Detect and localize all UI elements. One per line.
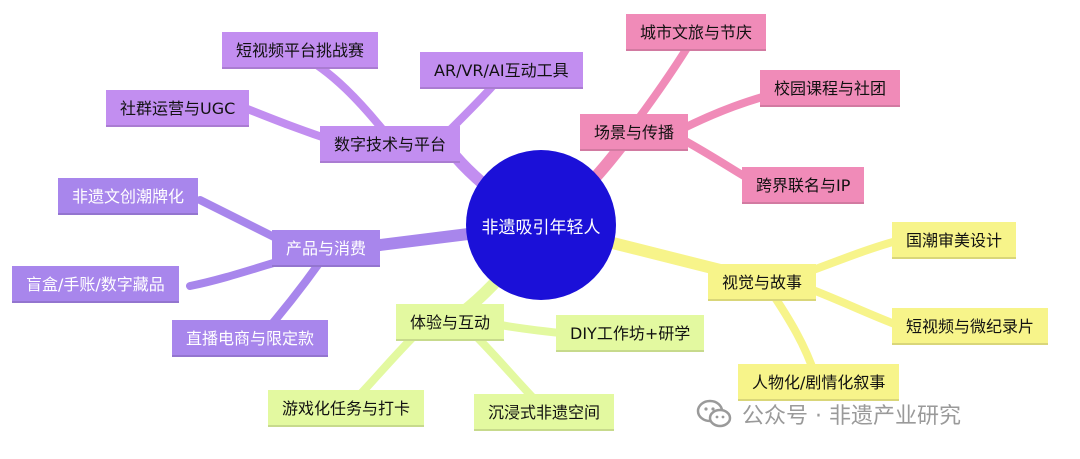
leaf-label: 非遗文创潮牌化 [72, 187, 185, 206]
branch-scene-label: 场景与传播 [594, 123, 675, 142]
center-node: 非遗吸引年轻人 [466, 150, 616, 300]
leaf-label: 短视频与微纪录片 [906, 317, 1035, 336]
center-node-label: 非遗吸引年轻人 [481, 217, 601, 238]
watermark-text: 公众号 · 非遗产业研究 [742, 404, 961, 429]
branch-digital: 数字技术与平台 [320, 126, 461, 163]
branch-experience-label: 体验与互动 [410, 313, 491, 332]
branch-digital-label: 数字技术与平台 [334, 135, 447, 154]
leaf-experience-3: 沉浸式非遗空间 [474, 394, 615, 431]
leaf-label: 城市文旅与节庆 [640, 23, 753, 42]
leaf-digital-2: AR/VR/AI互动工具 [420, 52, 583, 89]
leaf-label: 社群运营与UGC [120, 99, 236, 118]
leaf-label: 直播电商与限定款 [186, 329, 315, 348]
leaf-label: 沉浸式非遗空间 [488, 403, 601, 422]
branch-product-label: 产品与消费 [286, 239, 367, 258]
leaf-digital-3: 社群运营与UGC [106, 90, 250, 127]
leaf-digital-1: 短视频平台挑战赛 [222, 32, 379, 69]
leaf-product-1: 非遗文创潮牌化 [58, 178, 199, 215]
leaf-experience-2: 游戏化任务与打卡 [268, 390, 425, 427]
leaf-label: DIY工作坊+研学 [570, 324, 691, 343]
branch-product: 产品与消费 [272, 230, 381, 267]
leaf-experience-1: DIY工作坊+研学 [556, 315, 705, 352]
branch-visual-label: 视觉与故事 [722, 273, 803, 292]
leaf-scene-2: 校园课程与社团 [760, 70, 901, 107]
leaf-label: 游戏化任务与打卡 [282, 399, 411, 418]
watermark: 公众号 · 非遗产业研究 [696, 392, 961, 436]
leaf-visual-2: 短视频与微纪录片 [892, 308, 1049, 345]
leaf-product-2: 盲盒/手账/数字藏品 [12, 266, 179, 303]
leaf-visual-3: 人物化/剧情化叙事 [738, 364, 900, 401]
leaf-label: 校园课程与社团 [774, 79, 887, 98]
leaf-label: 短视频平台挑战赛 [236, 41, 365, 60]
branch-experience: 体验与互动 [396, 304, 505, 341]
branch-visual: 视觉与故事 [708, 264, 817, 301]
leaf-visual-1: 国潮审美设计 [892, 222, 1017, 259]
leaf-label: AR/VR/AI互动工具 [434, 61, 569, 80]
leaf-product-3: 直播电商与限定款 [172, 320, 329, 357]
leaf-label: 跨界联名与IP [756, 176, 851, 195]
branch-scene: 场景与传播 [580, 114, 689, 151]
wechat-icon [696, 399, 732, 428]
leaf-scene-3: 跨界联名与IP [742, 167, 865, 204]
leaf-label: 人物化/剧情化叙事 [752, 373, 886, 392]
leaf-scene-1: 城市文旅与节庆 [626, 14, 767, 51]
leaf-label: 国潮审美设计 [906, 231, 1003, 250]
leaf-label: 盲盒/手账/数字藏品 [26, 275, 165, 294]
